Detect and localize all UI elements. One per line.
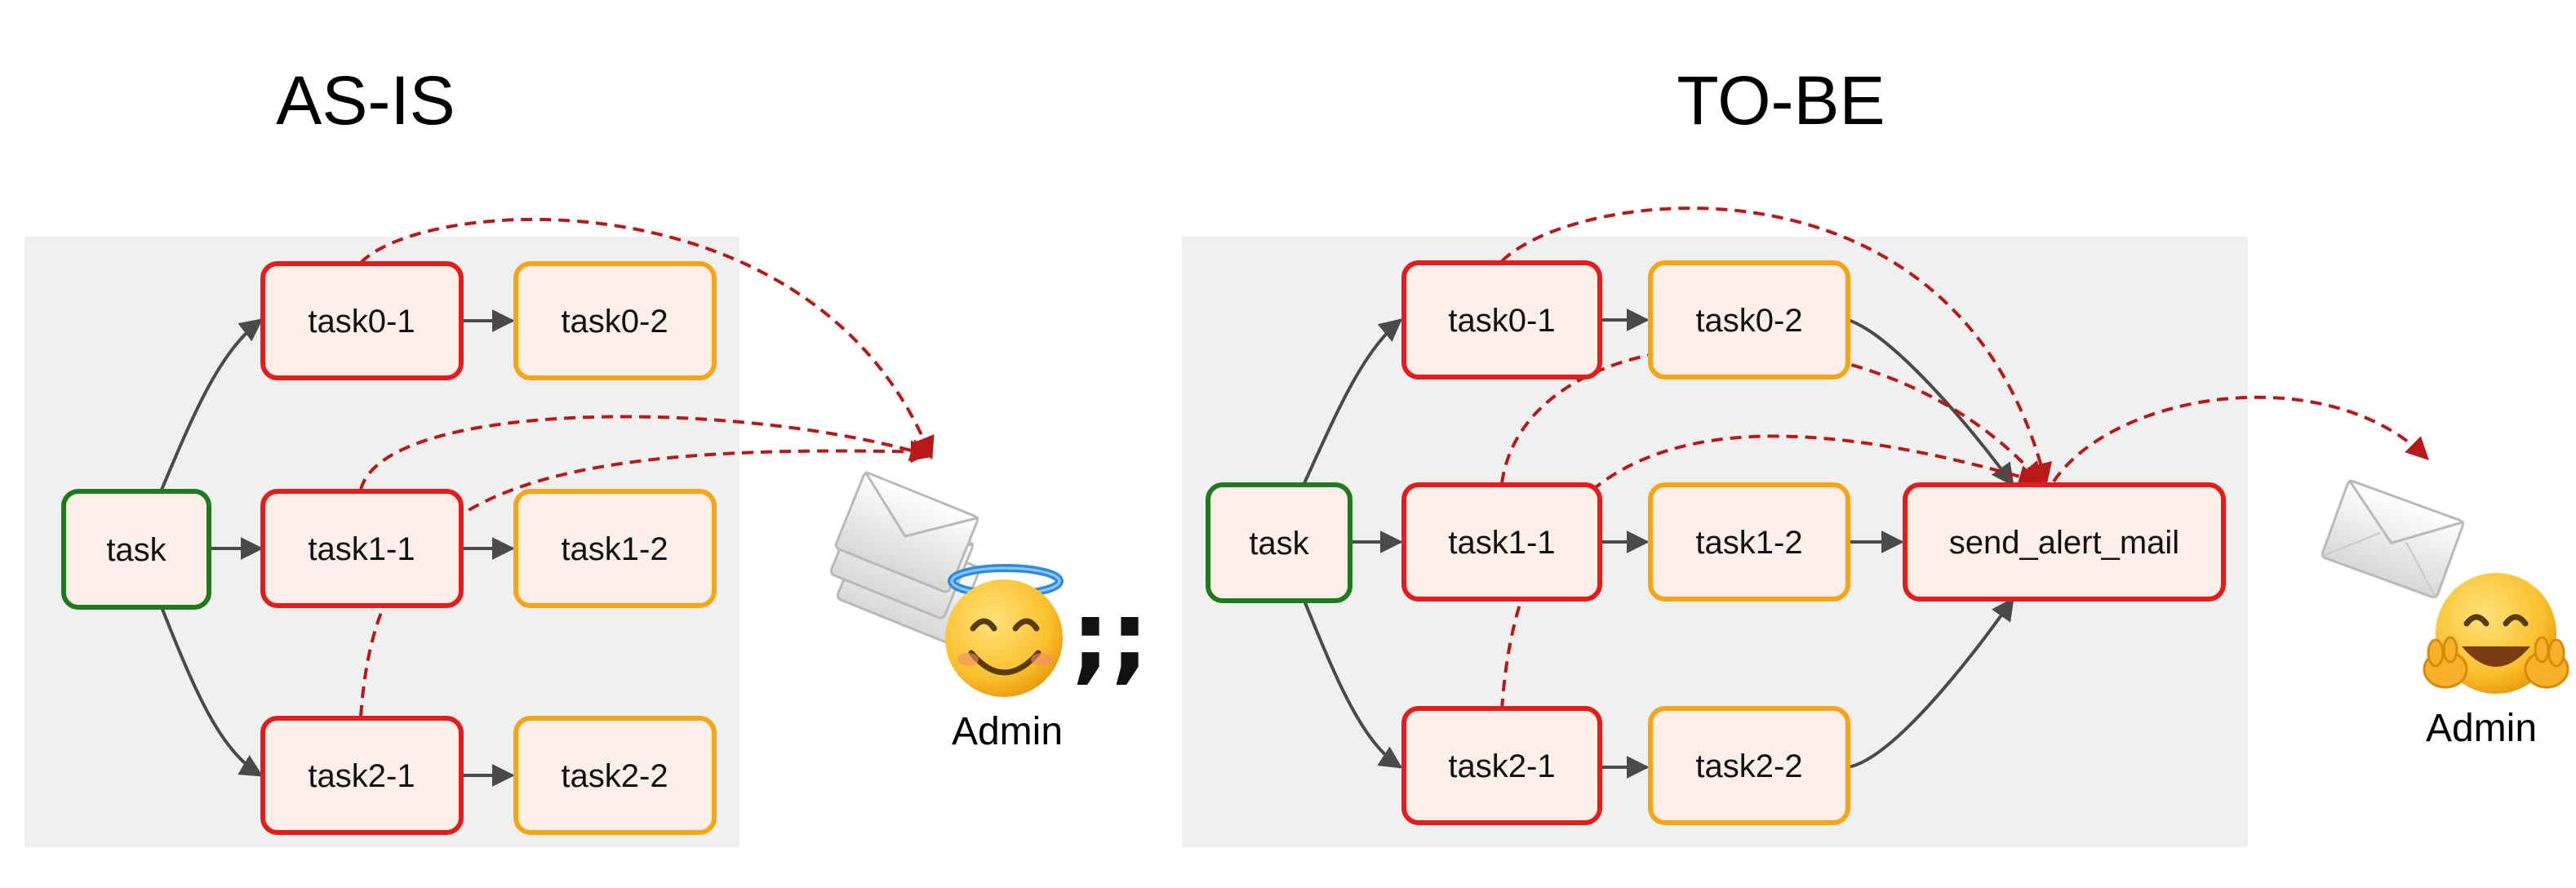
node-label: task0-1 <box>1448 303 1555 339</box>
as-is-node-task1-1[interactable]: task1-1 <box>260 489 464 608</box>
as-is-admin-label: Admin <box>952 710 1063 753</box>
as-is-node-task2-1[interactable]: task2-1 <box>260 716 464 835</box>
node-label: task1-1 <box>308 531 415 567</box>
alert-edge-task1-1 <box>359 415 934 491</box>
node-label: task <box>106 532 167 568</box>
to-be-node-task0-1[interactable]: task0-1 <box>1401 260 1602 380</box>
envelope-icon <box>2321 479 2465 599</box>
node-label: task2-2 <box>561 758 668 794</box>
as-is-node-task[interactable]: task <box>61 489 211 610</box>
as-is-title: AS-IS <box>276 62 455 139</box>
node-label: send_alert_mail <box>1949 525 2179 561</box>
node-label: task0-1 <box>308 304 415 340</box>
to-be-node-task1-2[interactable]: task1-2 <box>1648 482 1850 602</box>
to-be-title: TO-BE <box>1677 62 1885 139</box>
node-label: task1-1 <box>1448 525 1555 561</box>
sweat-emphasis-text: ;; <box>1071 581 1149 695</box>
node-label: task2-1 <box>308 758 415 794</box>
to-be-section: TO-BE task task0-1 <box>1182 62 2569 847</box>
to-be-node-task[interactable]: task <box>1206 482 1352 603</box>
alert-edge-task2-1 <box>359 440 934 717</box>
smiling-face-with-halo-icon <box>945 564 1064 697</box>
to-be-flow-edges <box>1303 309 2014 779</box>
edge-task-to-task2-1 <box>1303 600 1403 769</box>
edge-task2-2-to-send-alert-mail <box>1847 597 2014 769</box>
as-is-alert-edges <box>359 217 935 717</box>
alert-edge-task0-1 <box>359 217 935 460</box>
node-label: task2-1 <box>1448 748 1555 784</box>
to-be-alert-edges <box>1500 206 2429 711</box>
alert-edge-task1-1 <box>1500 345 2044 486</box>
node-label: task1-2 <box>1695 525 1802 561</box>
node-label: task2-2 <box>1695 748 1802 784</box>
as-is-node-task1-2[interactable]: task1-2 <box>513 489 717 608</box>
hugging-face-icon <box>2423 573 2569 694</box>
node-label: task0-2 <box>561 304 668 340</box>
edge-task-to-task2-1 <box>160 606 264 777</box>
to-be-node-task1-1[interactable]: task1-1 <box>1401 482 1602 602</box>
as-is-node-task2-2[interactable]: task2-2 <box>513 716 717 835</box>
to-be-node-task0-2[interactable]: task0-2 <box>1648 260 1850 380</box>
to-be-admin-label: Admin <box>2426 707 2537 750</box>
stacked-envelopes-icon <box>829 471 981 644</box>
edge-task-to-task0-1 <box>1303 318 1403 484</box>
node-label: task0-2 <box>1695 303 1802 339</box>
as-is-node-task0-1[interactable]: task0-1 <box>260 261 464 380</box>
edge-task-to-task0-1 <box>160 318 264 491</box>
node-label: task <box>1249 526 1309 562</box>
edge-task0-2-to-send-alert-mail <box>1847 318 2014 487</box>
to-be-node-task2-1[interactable]: task2-1 <box>1401 706 1602 825</box>
alert-edge-send-alert-mail-to-admin <box>2052 395 2429 483</box>
alert-edge-task2-1 <box>1500 434 2042 711</box>
alert-edge-task0-1 <box>1500 206 2053 486</box>
to-be-node-task2-2[interactable]: task2-2 <box>1648 706 1850 825</box>
as-is-flow-edges <box>160 309 515 787</box>
as-is-node-task0-2[interactable]: task0-2 <box>513 261 717 380</box>
node-label: task1-2 <box>561 531 668 567</box>
as-is-section: AS-IS task task0-1 task0-2 <box>24 62 1149 847</box>
to-be-node-send-alert-mail[interactable]: send_alert_mail <box>1903 482 2226 602</box>
